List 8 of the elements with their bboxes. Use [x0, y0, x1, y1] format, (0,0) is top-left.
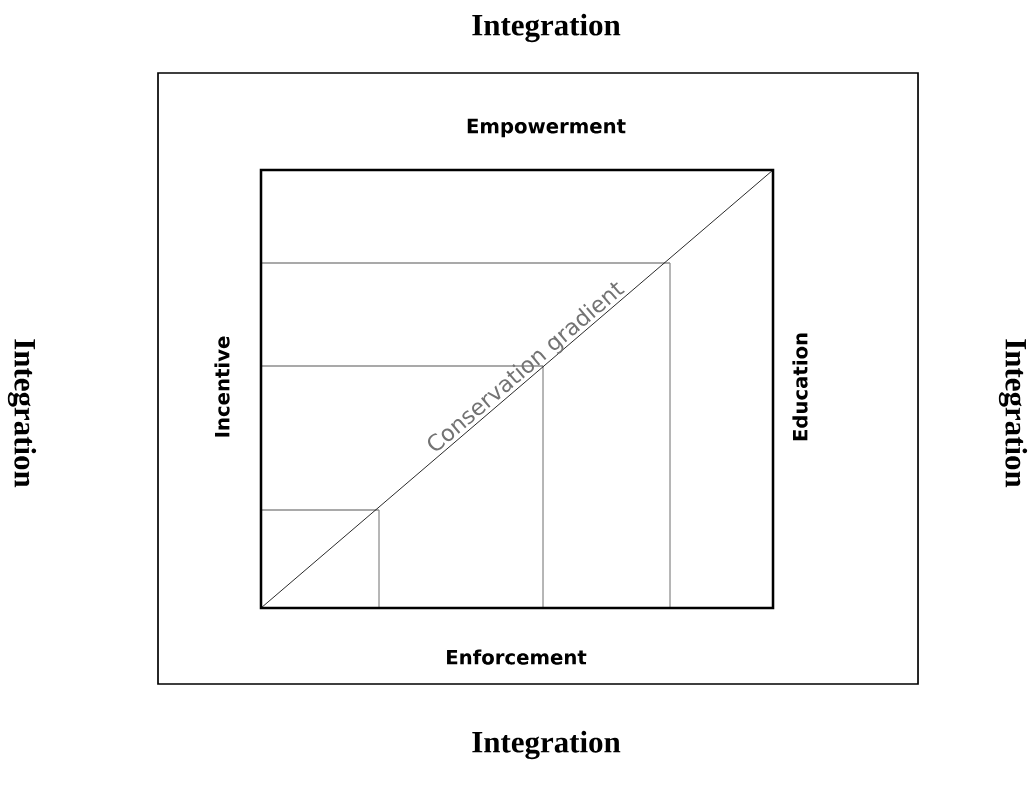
- integration-label: Integration: [472, 13, 621, 43]
- integration-label: Integration: [998, 339, 1028, 488]
- side-label: Enforcement: [447, 649, 587, 665]
- integration-label: Integration: [472, 730, 621, 760]
- integration-label: Integration: [7, 339, 37, 488]
- side-label: Incentive: [214, 336, 230, 437]
- side-label: Empowerment: [467, 118, 626, 138]
- side-label: Education: [792, 333, 808, 441]
